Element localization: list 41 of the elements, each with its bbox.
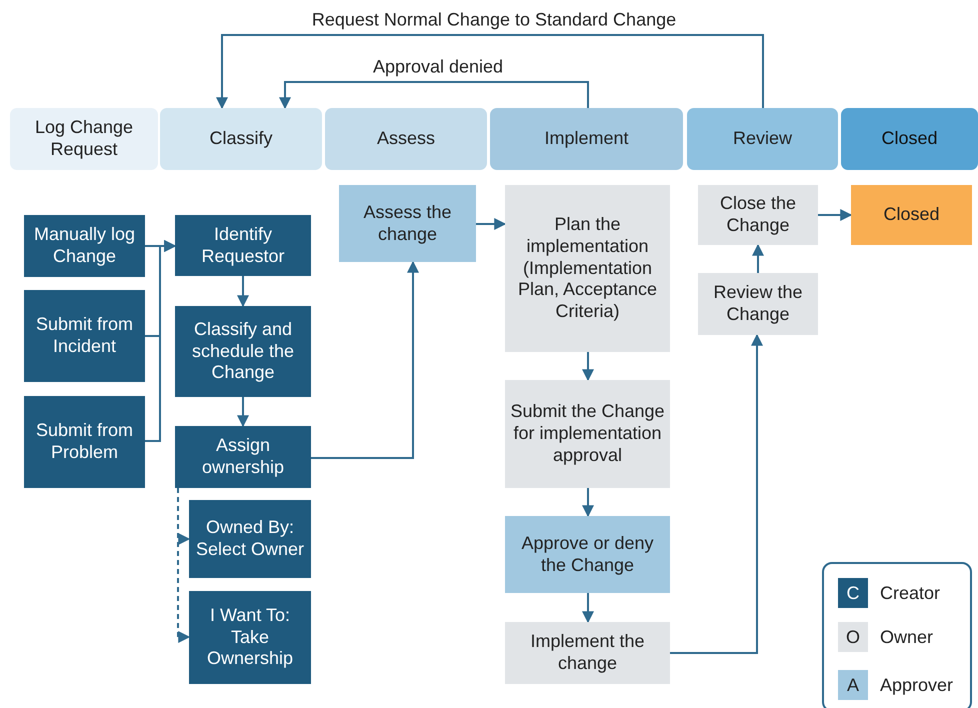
arrow <box>279 81 589 110</box>
arrow <box>818 209 852 221</box>
arrow <box>582 593 594 624</box>
phase-header: Closed <box>841 108 978 170</box>
arrow <box>476 218 506 230</box>
owner-step-box: Review the Change <box>698 273 818 335</box>
legend-swatch: A <box>838 670 868 700</box>
legend-swatch: O <box>838 622 868 652</box>
creator-step-box: Submit from Incident <box>24 290 145 382</box>
arrow <box>670 334 763 654</box>
approver-step-box: Assess the change <box>339 185 476 262</box>
owner-step-box: Plan the implementation (Implementation Plan, Acceptance Criteria) <box>505 185 670 352</box>
owner-step-box: Implement the change <box>505 622 670 684</box>
creator-step-box: Submit from Problem <box>24 396 145 488</box>
owner-step-box: Close the Change <box>698 185 818 245</box>
legend-label: Owner <box>880 626 934 648</box>
creator-step-box: Owned By: Select Owner <box>189 500 311 578</box>
phase-header: Log Change Request <box>10 108 158 170</box>
arrow <box>311 260 419 459</box>
phase-header: Classify <box>160 108 322 170</box>
arrow <box>237 276 249 308</box>
creator-step-box: Manually log Change <box>24 215 145 277</box>
owner-step-box: Submit the Change for implementation approval <box>505 380 670 488</box>
arrow <box>237 397 249 428</box>
legend-swatch: C <box>838 578 868 608</box>
arrow <box>145 240 176 442</box>
closed-status-box: Closed <box>851 185 972 245</box>
approver-step-box: Approve or deny the Change <box>505 516 670 593</box>
creator-step-box: Assign ownership <box>175 426 311 488</box>
creator-step-box: Identify Requestor <box>175 215 311 276</box>
phase-header: Assess <box>325 108 487 170</box>
arrow <box>216 34 764 110</box>
phase-header: Review <box>687 108 838 170</box>
creator-step-box: Classify and schedule the Change <box>175 306 311 397</box>
creator-step-box: I Want To: Take Ownership <box>189 591 311 684</box>
phase-header: Implement <box>490 108 683 170</box>
arrow <box>582 488 594 518</box>
legend-label: Creator <box>880 582 940 604</box>
legend-label: Approver <box>880 674 954 696</box>
arrow <box>582 352 594 382</box>
arrow <box>752 244 764 273</box>
